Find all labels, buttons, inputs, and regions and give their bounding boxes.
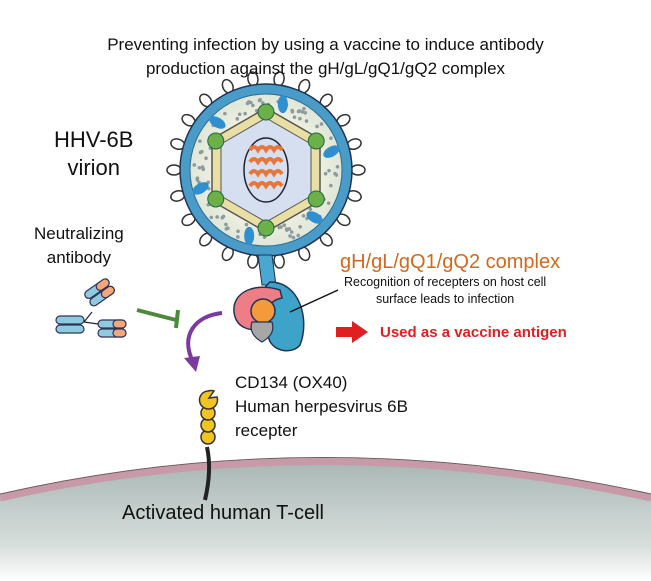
antibody-graphic	[56, 277, 126, 337]
antibody-label-line-2: antibody	[34, 246, 124, 270]
tegument-dot	[315, 125, 319, 129]
tegument-dot	[329, 136, 333, 140]
tegument-protein	[278, 95, 288, 113]
tegument-dot	[201, 165, 205, 169]
tegument-dot	[225, 227, 229, 231]
tegument-dot	[327, 169, 331, 173]
tegument-dot	[302, 214, 306, 218]
tegument-dot	[327, 201, 331, 205]
receptor-label-line-3: recepter	[235, 419, 408, 443]
tegument-dot	[196, 176, 200, 180]
capsid-protein	[308, 133, 324, 149]
tegument-dot	[301, 110, 305, 114]
tegument-dot	[223, 112, 227, 116]
tegument-dot	[210, 216, 214, 220]
tegument-dot	[282, 223, 286, 227]
virion-graphic	[167, 71, 365, 268]
antibody-label-line-1: Neutralizing	[34, 222, 124, 246]
capsid-protein	[208, 133, 224, 149]
t-cell-label: Activated human T-cell	[122, 502, 324, 525]
title-line-2: production against the gH/gL/gQ1/gQ2 com…	[0, 57, 651, 81]
tegument-dot	[292, 236, 296, 240]
tegument-dot	[204, 156, 208, 160]
capsid-protein	[308, 191, 324, 207]
binding-arrow	[184, 313, 222, 372]
tegument-dot	[279, 225, 283, 229]
tegument-dot	[245, 223, 249, 227]
tegument-dot	[198, 166, 202, 170]
tegument-dot	[192, 163, 196, 167]
receptor-label-line-1: CD134 (OX40)	[235, 371, 408, 395]
complex-description-line-2: surface leads to infection	[344, 291, 546, 308]
red-arrow-icon	[336, 321, 368, 343]
complex-label: gH/gL/gQ1/gQ2 complex	[340, 251, 560, 274]
complex-description: Recognition of recepters on host cell su…	[344, 274, 546, 308]
tegument-dot	[215, 215, 219, 219]
tegument-dot	[293, 115, 297, 119]
virion-label: HHV-6B virion	[54, 126, 133, 182]
tegument-dot	[290, 230, 294, 234]
title-line-1: Preventing infection by using a vaccine …	[0, 33, 651, 57]
tegument-dot	[258, 98, 262, 102]
virion-label-line-1: HHV-6B	[54, 126, 133, 154]
tegument-dot	[296, 234, 300, 238]
capsid-protein	[258, 104, 274, 120]
antibody-label: Neutralizing antibody	[34, 222, 124, 270]
receptor-label-line-2: Human herpesvirus 6B	[235, 395, 408, 419]
tegument-dot	[288, 227, 292, 231]
virion-label-line-2: virion	[54, 154, 133, 182]
tegument-protein	[244, 227, 254, 245]
tegument-dot	[333, 172, 337, 176]
tegument-dot	[298, 225, 302, 229]
capsid-protein	[258, 220, 274, 236]
complex-graphic	[234, 255, 338, 351]
receptor-label: CD134 (OX40) Human herpesvirus 6B recept…	[235, 371, 408, 443]
tegument-dot	[305, 119, 309, 123]
tegument-dot	[291, 110, 295, 114]
tegument-dot	[238, 112, 242, 116]
tegument-dot	[236, 229, 240, 233]
tegument-dot	[224, 223, 228, 227]
tegument-dot	[302, 107, 306, 111]
tegument-dot	[200, 150, 204, 154]
tegument-dot	[288, 234, 292, 238]
tegument-dot	[243, 112, 247, 116]
diagram-title: Preventing infection by using a vaccine …	[0, 33, 651, 81]
tegument-dot	[247, 100, 251, 104]
tegument-dot	[236, 235, 240, 239]
tegument-dot	[235, 117, 239, 121]
complex-description-line-1: Recognition of recepters on host cell	[344, 274, 546, 291]
vaccine-antigen-label: Used as a vaccine antigen	[380, 324, 567, 341]
tegument-dot	[222, 215, 226, 219]
glycoprotein-spike	[167, 165, 181, 175]
inhibition-symbol	[137, 310, 178, 328]
capsid-protein	[208, 191, 224, 207]
tegument-dot	[297, 110, 301, 114]
t-cell	[0, 458, 651, 581]
tegument-dot	[336, 165, 340, 169]
tegument-dot	[198, 139, 202, 143]
glycoprotein-spike	[351, 165, 365, 175]
tegument-dot	[329, 184, 333, 188]
tegument-dot	[324, 172, 328, 176]
tegument-dot	[251, 104, 255, 108]
tegument-dot	[320, 122, 324, 126]
tegument-dot	[298, 117, 302, 121]
